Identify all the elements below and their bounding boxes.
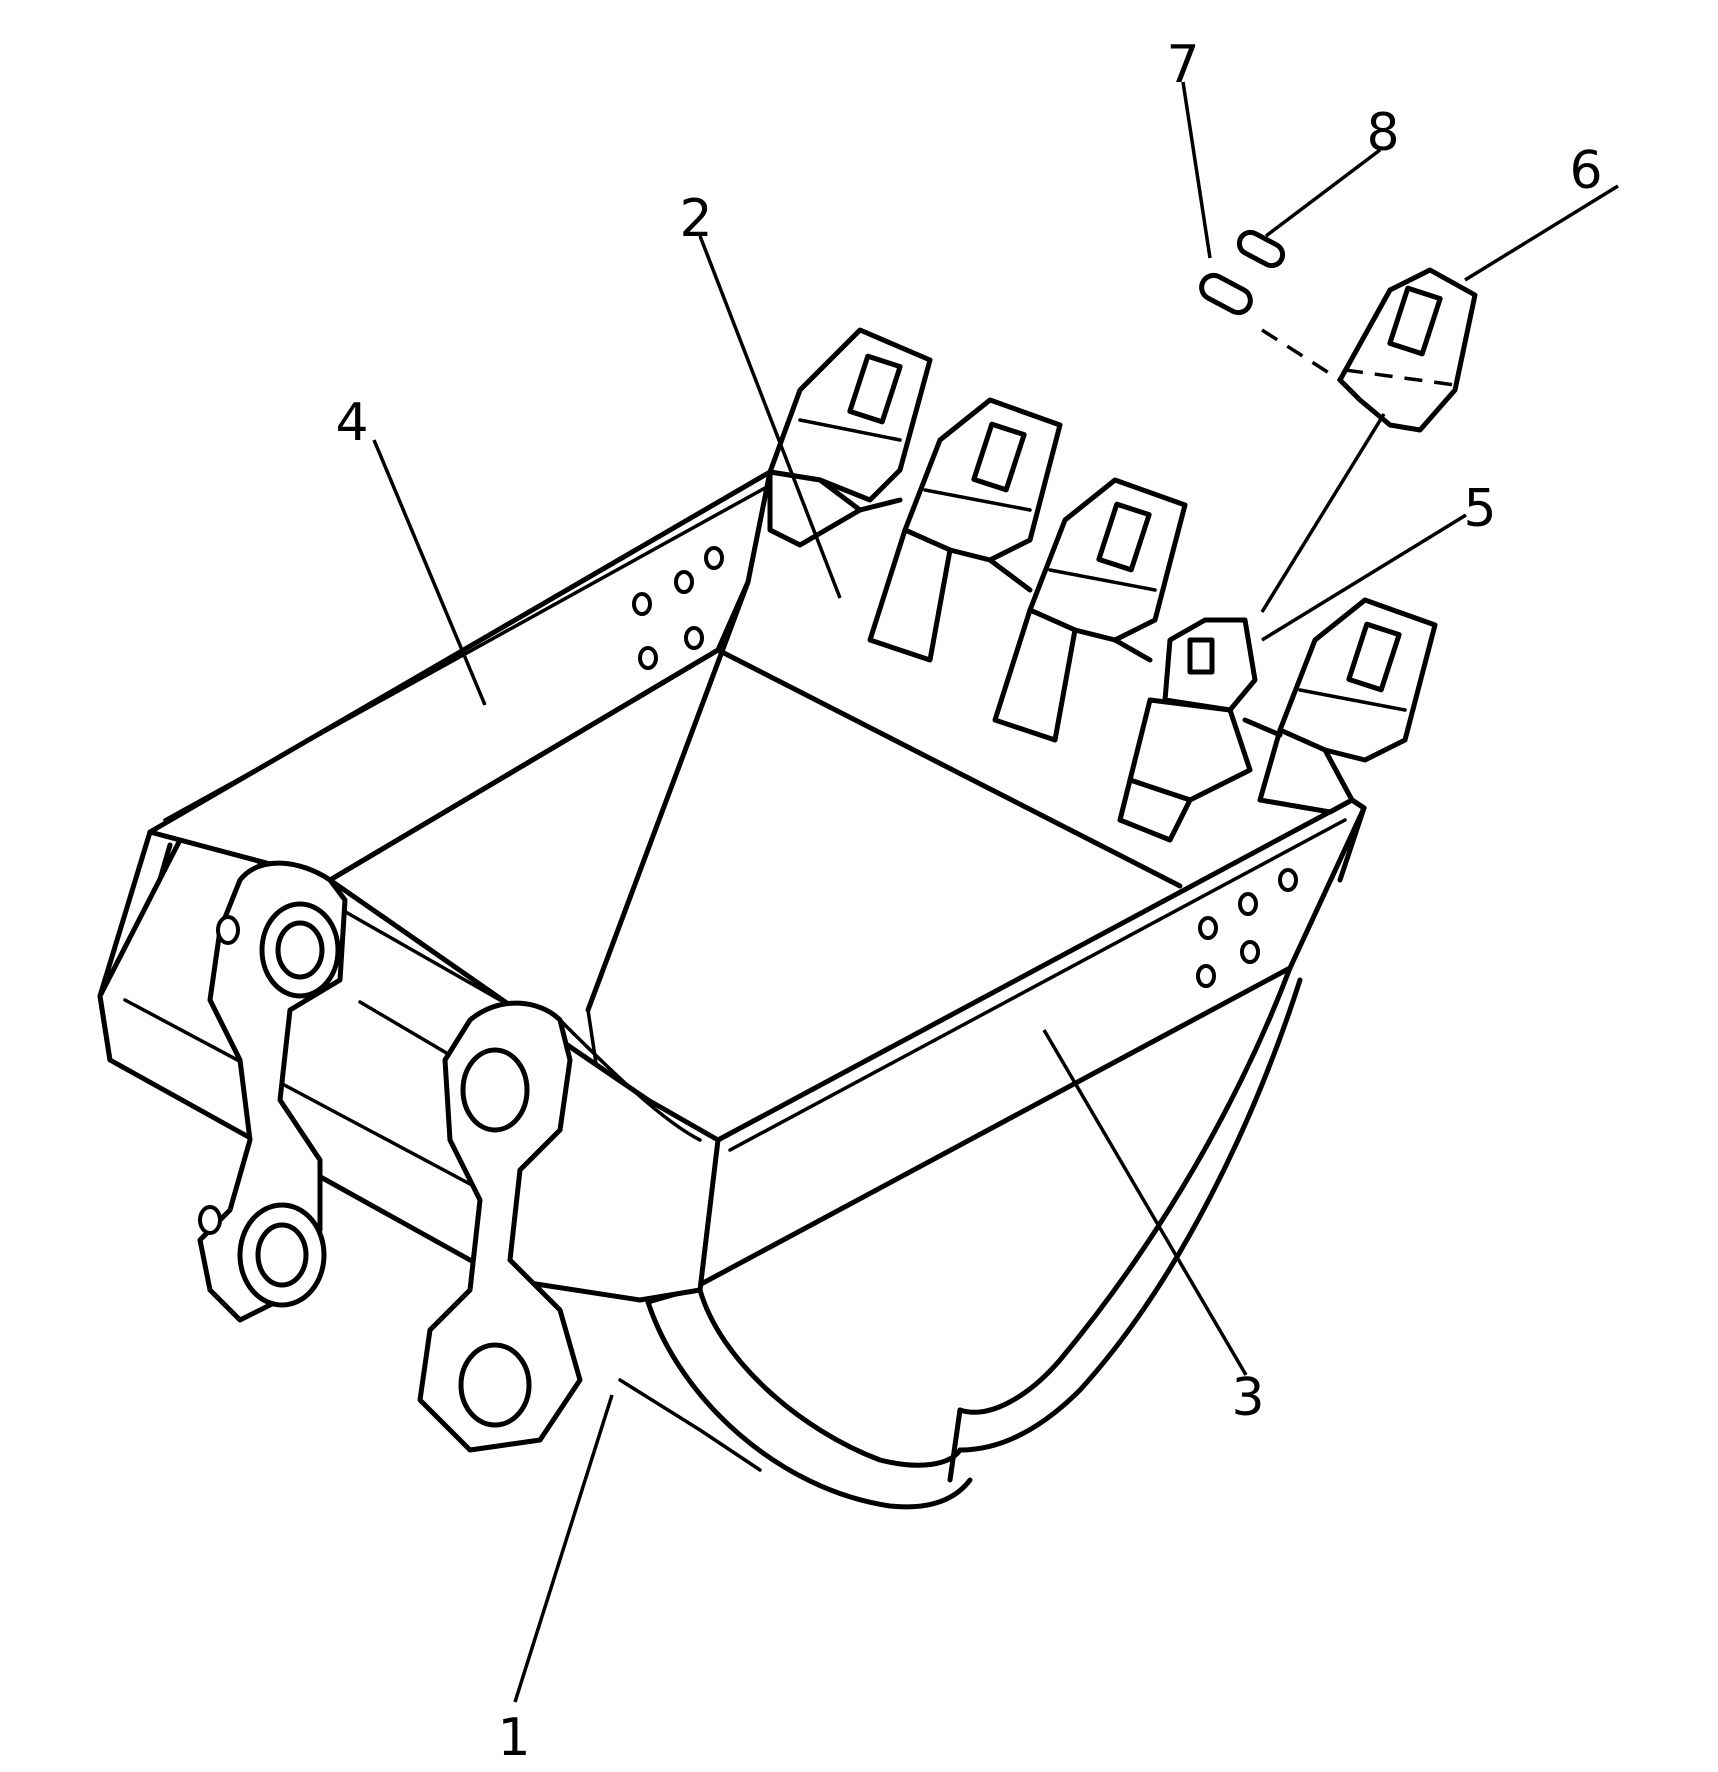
tooth-3	[992, 477, 1188, 743]
exploded-tooth-part-6	[1337, 267, 1478, 433]
callout-4: 4	[335, 393, 368, 453]
tooth-2	[867, 397, 1063, 663]
callout-3: 3	[1231, 1368, 1264, 1428]
pin-part-7	[1199, 272, 1253, 316]
leader-lines	[372, 81, 1619, 1703]
callout-labels: 1 2 3 4 5 6 7 8	[335, 35, 1602, 1768]
left-plate-bolt-holes	[632, 546, 724, 670]
pin-part-8	[1236, 229, 1286, 269]
tooth-5	[1257, 597, 1438, 815]
right-plate-bolt-holes	[1196, 868, 1298, 988]
bucket-bottom-shell	[618, 965, 1303, 1510]
tooth-1	[767, 327, 933, 548]
callout-1: 1	[497, 1708, 530, 1768]
callout-6: 6	[1569, 141, 1602, 201]
callout-2: 2	[679, 189, 712, 249]
adapter-part-5	[1117, 617, 1258, 843]
callout-5: 5	[1463, 479, 1496, 539]
rear-beam-and-hinge-bosses	[97, 837, 721, 1453]
callout-8: 8	[1366, 103, 1399, 163]
teeth-row	[767, 327, 1438, 843]
pin-alignment-line	[1261, 328, 1341, 382]
callout-7: 7	[1166, 35, 1199, 95]
